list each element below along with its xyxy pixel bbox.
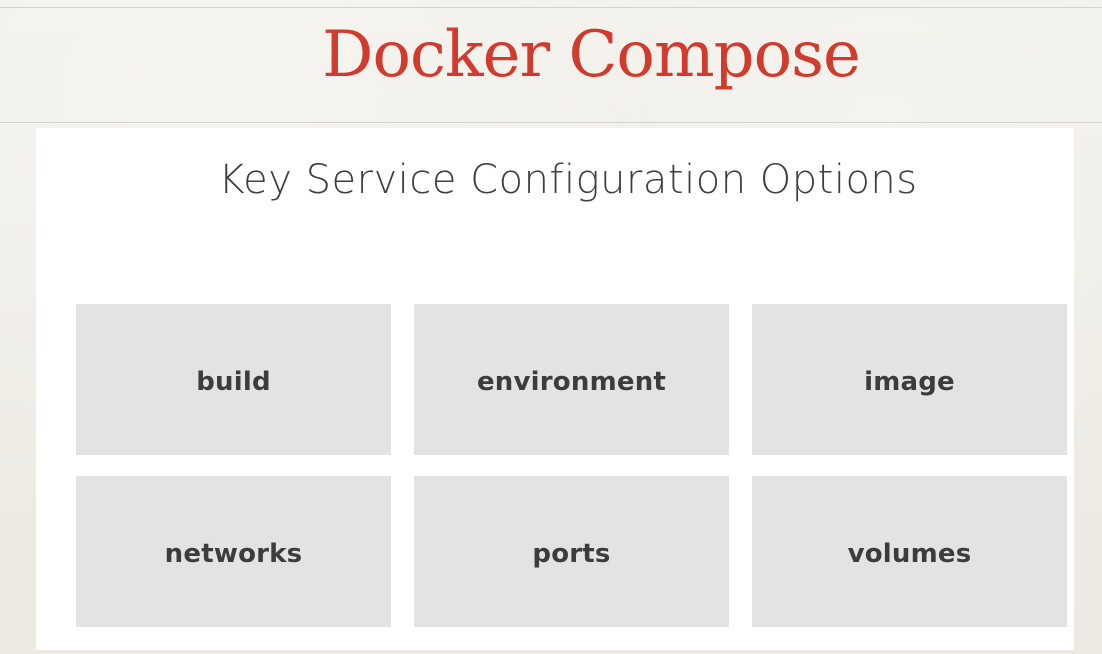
option-tile-networks: networks — [76, 476, 391, 627]
option-tile-build: build — [76, 304, 391, 455]
panel-title: Key Service Configuration Options — [218, 157, 918, 203]
option-label-networks: networks — [164, 538, 303, 569]
top-divider — [0, 7, 1102, 8]
header-divider — [0, 122, 1102, 123]
option-label-volumes: volumes — [847, 538, 972, 569]
option-tile-volumes: volumes — [752, 476, 1067, 627]
option-label-build: build — [196, 366, 271, 397]
slide-title: Docker Compose — [322, 18, 861, 92]
option-tile-image: image — [752, 304, 1067, 455]
option-label-environment: environment — [476, 366, 667, 397]
option-tile-ports: ports — [414, 476, 729, 627]
option-tile-environment: environment — [414, 304, 729, 455]
option-label-image: image — [864, 366, 955, 397]
option-label-ports: ports — [532, 538, 611, 569]
